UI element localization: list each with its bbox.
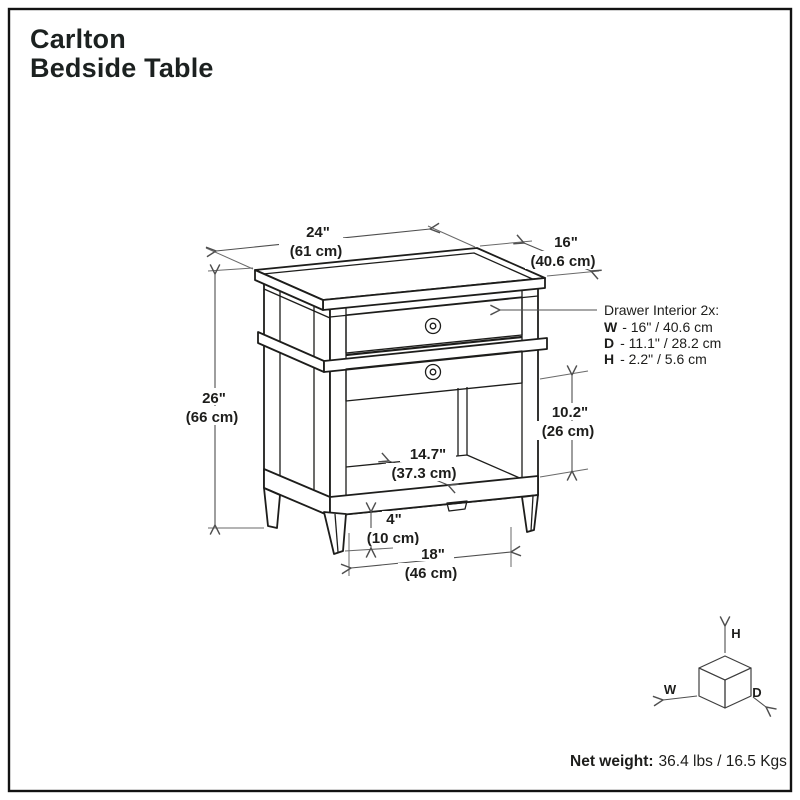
product-name: Carlton [30, 24, 126, 54]
callout-row-height: H- 2.2" / 5.6 cm [604, 351, 707, 367]
dim-depth-in: 16" [554, 234, 578, 251]
dim-height: 26" (66 cm) [179, 268, 264, 528]
legs [263, 487, 539, 555]
dim-leg-span-in: 18" [421, 546, 445, 563]
dim-shelf-depth: 14.7" (37.3 cm) [386, 446, 462, 485]
callout-row-depth: D- 11.1" / 28.2 cm [604, 335, 721, 351]
dimension-annotations: 24" (61 cm) 16" (40.6 cm) 26" (66 cm) [179, 223, 605, 582]
axis-h-label: H [731, 626, 740, 641]
dim-depth: 16" (40.6 cm) [479, 234, 605, 276]
dim-depth-cm: (40.6 cm) [530, 253, 595, 270]
axis-d-arrow [752, 696, 766, 707]
dim-leg-span-cm: (46 cm) [405, 565, 458, 582]
drawer-upper [345, 296, 523, 357]
dim-width: 24" (61 cm) [206, 223, 476, 270]
dim-leg-span: 18" (46 cm) [349, 527, 511, 582]
axis-d-label: D [752, 685, 761, 700]
dim-shelf-depth-in: 14.7" [410, 446, 446, 463]
table-drawing [254, 247, 548, 555]
net-weight-text: Net weight:36.4 lbs / 16.5 Kgs [570, 753, 787, 770]
callout-heading: Drawer Interior 2x: [604, 302, 719, 318]
belt-rail [257, 331, 548, 373]
dim-opening-in: 10.2" [552, 404, 588, 421]
product-type: Bedside Table [30, 53, 214, 83]
axis-w-label: W [664, 682, 677, 697]
dim-height-cm: (66 cm) [186, 409, 239, 426]
dim-opening-cm: (26 cm) [542, 423, 595, 440]
drawer-knob-icon [424, 317, 442, 335]
dim-width-cm: (61 cm) [290, 243, 343, 260]
apron-notch [446, 500, 468, 512]
dim-height-in: 26" [202, 390, 226, 407]
page-border [7, 7, 793, 793]
dim-opening-height: 10.2" (26 cm) [537, 371, 601, 477]
net-weight: Net weight:36.4 lbs / 16.5 Kgs [570, 753, 787, 770]
drawer-knob-icon [424, 363, 442, 381]
leg-back-left [263, 487, 281, 529]
page-title: Carlton Bedside Table [30, 24, 214, 83]
orientation-cube-icon: H W D [663, 626, 766, 708]
dim-width-in: 24" [306, 224, 330, 241]
axis-w-arrow [663, 695, 698, 700]
drawer-lower [345, 350, 523, 402]
dim-shelf-depth-cm: (37.3 cm) [391, 465, 456, 482]
leg-front-left [323, 511, 347, 555]
dim-leg-height-in: 4" [386, 511, 401, 528]
leg-front-right [521, 494, 539, 533]
dim-leg-height: 4" (10 cm) [344, 511, 424, 551]
tabletop [254, 247, 546, 311]
callout-row-width: W- 16" / 40.6 cm [604, 319, 713, 335]
dim-leg-height-cm: (10 cm) [367, 530, 420, 547]
drawer-interior-callout: Drawer Interior 2x: W- 16" / 40.6 cm D- … [500, 302, 721, 367]
